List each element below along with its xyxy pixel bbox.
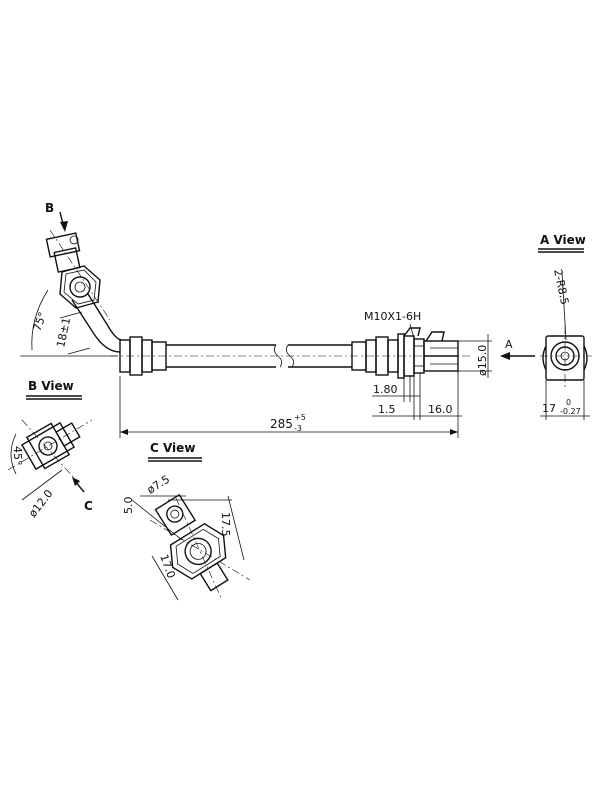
dim-17-0-label: 17.0 <box>157 553 178 580</box>
dim-1-80-label: 1.80 <box>373 383 398 396</box>
dimension-dia-15: ø15.0 <box>458 334 492 378</box>
c-view: C View 5.0 ø7.5 17.5 17.0 <box>122 441 251 601</box>
a-view-title: A View <box>540 233 586 247</box>
main-hose <box>71 293 470 379</box>
dia-7-5-label: ø7.5 <box>145 473 172 497</box>
angle-45-label: 45° <box>11 446 24 466</box>
angle-75-label: 75° <box>31 310 50 333</box>
marker-b-label: B <box>45 201 54 215</box>
dimension-thread: M10X1-6H <box>364 310 421 339</box>
b-view-title: B View <box>28 379 74 393</box>
dia-12-label: ø12.0 <box>26 487 55 520</box>
length-285-tol-plus: +5 <box>294 413 306 422</box>
view-b-marker: B <box>45 201 68 232</box>
c-view-title: C View <box>150 441 195 455</box>
radius-r8-5-label: 2-R8.5 <box>551 268 571 306</box>
dim-17-label: 17 <box>542 402 556 415</box>
length-285-label: 285 <box>270 417 293 431</box>
dim-16-0-label: 16.0 <box>428 403 453 416</box>
view-a-marker: A <box>500 338 535 360</box>
dim-17-tol-lower: -0.27 <box>560 407 581 416</box>
b-view: B View 45° ø12.0 C <box>7 379 93 520</box>
a-view: A View 2-R8.5 17 0 -0.27 <box>538 233 592 420</box>
dim-17-tol-upper: 0 <box>566 398 571 407</box>
dimension-18: 18±1 <box>54 311 91 355</box>
dimension-1-80: 1.80 <box>372 375 420 402</box>
dim-1-5-label: 1.5 <box>378 403 396 416</box>
marker-c-label: C <box>84 499 93 513</box>
dia-15-label: ø15.0 <box>476 345 489 376</box>
dim-18-label: 18±1 <box>54 316 73 348</box>
dimension-angle-75: 75° <box>20 289 118 357</box>
banjo-fitting <box>45 229 111 321</box>
dim-17-5-label: 17.5 <box>219 512 232 537</box>
length-285-tol-minus: -3 <box>294 424 302 433</box>
thread-spec-label: M10X1-6H <box>364 310 421 323</box>
marker-a-label: A <box>505 338 513 351</box>
dim-5-0-label: 5.0 <box>122 497 135 515</box>
dimension-1-5-16-0: 1.5 16.0 <box>372 371 462 420</box>
dimension-length-285: 285 +5 -3 <box>119 376 459 438</box>
